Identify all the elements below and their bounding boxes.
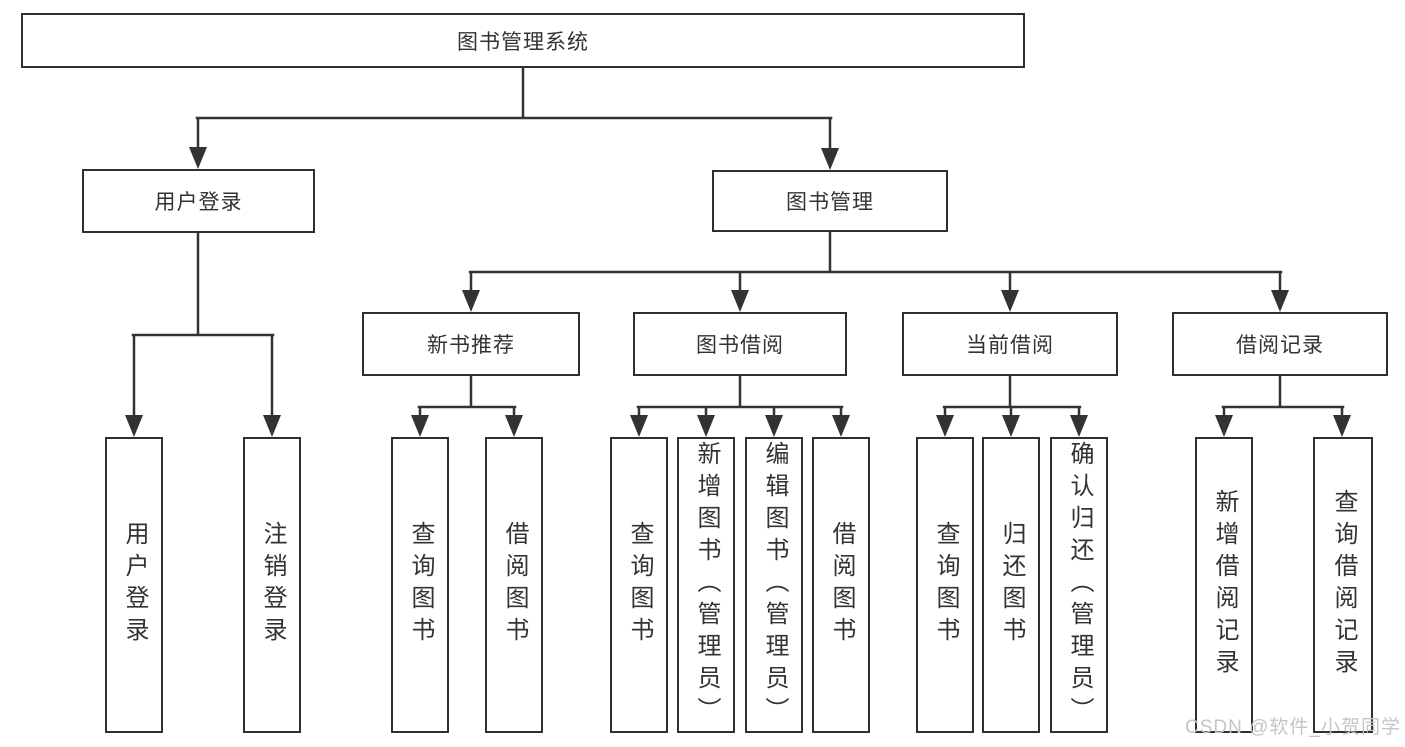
node-label: 查询借阅记录 bbox=[1330, 489, 1357, 681]
leaf-confirm-return-admin: 确认归还（管理员） bbox=[1050, 437, 1108, 733]
leaf-edit-book-admin: 编辑图书（管理员） bbox=[745, 437, 803, 733]
node-user-login: 用户登录 bbox=[82, 169, 315, 233]
leaf-add-borrow-record: 新增借阅记录 bbox=[1195, 437, 1253, 733]
node-label: 查询图书 bbox=[626, 521, 653, 649]
csdn-watermark: CSDN @软件_小贺同学 bbox=[1185, 717, 1401, 738]
leaf-query-borrow-record: 查询借阅记录 bbox=[1313, 437, 1373, 733]
node-new-book-recommendation: 新书推荐 bbox=[362, 312, 580, 376]
node-label: 归还图书 bbox=[998, 521, 1025, 649]
leaf-user-login: 用户登录 bbox=[105, 437, 163, 733]
leaf-return-books: 归还图书 bbox=[982, 437, 1040, 733]
node-label: 新增图书（管理员） bbox=[693, 441, 720, 729]
node-current-borrowing: 当前借阅 bbox=[902, 312, 1118, 376]
leaf-query-books-borrowing: 查询图书 bbox=[610, 437, 668, 733]
node-book-management-system: 图书管理系统 bbox=[21, 13, 1025, 68]
node-label: 借阅记录 bbox=[1236, 334, 1324, 357]
leaf-query-books-recommend: 查询图书 bbox=[391, 437, 449, 733]
node-label: 用户登录 bbox=[154, 191, 243, 214]
node-label: 新增借阅记录 bbox=[1211, 489, 1238, 681]
node-label: 借阅图书 bbox=[501, 521, 528, 649]
node-borrowing-records: 借阅记录 bbox=[1172, 312, 1388, 376]
node-label: 图书管理 bbox=[786, 191, 874, 214]
node-label: 用户登录 bbox=[121, 521, 148, 649]
node-label: 当前借阅 bbox=[966, 334, 1054, 357]
node-label: 编辑图书（管理员） bbox=[761, 441, 788, 729]
node-label: 查询图书 bbox=[407, 521, 434, 649]
node-label: 查询图书 bbox=[932, 521, 959, 649]
node-label: 借阅图书 bbox=[828, 521, 855, 649]
leaf-borrow-books-recommend: 借阅图书 bbox=[485, 437, 543, 733]
node-book-management: 图书管理 bbox=[712, 170, 948, 232]
leaf-query-books-current: 查询图书 bbox=[916, 437, 974, 733]
leaf-borrow-books-borrowing: 借阅图书 bbox=[812, 437, 870, 733]
leaf-logout: 注销登录 bbox=[243, 437, 301, 733]
node-label: 图书管理系统 bbox=[457, 30, 589, 54]
leaf-add-book-admin: 新增图书（管理员） bbox=[677, 437, 735, 733]
node-book-borrowing: 图书借阅 bbox=[633, 312, 847, 376]
node-label: 确认归还（管理员） bbox=[1066, 441, 1093, 729]
node-label: 新书推荐 bbox=[427, 334, 515, 357]
node-label: 图书借阅 bbox=[696, 334, 784, 357]
node-label: 注销登录 bbox=[259, 521, 286, 649]
